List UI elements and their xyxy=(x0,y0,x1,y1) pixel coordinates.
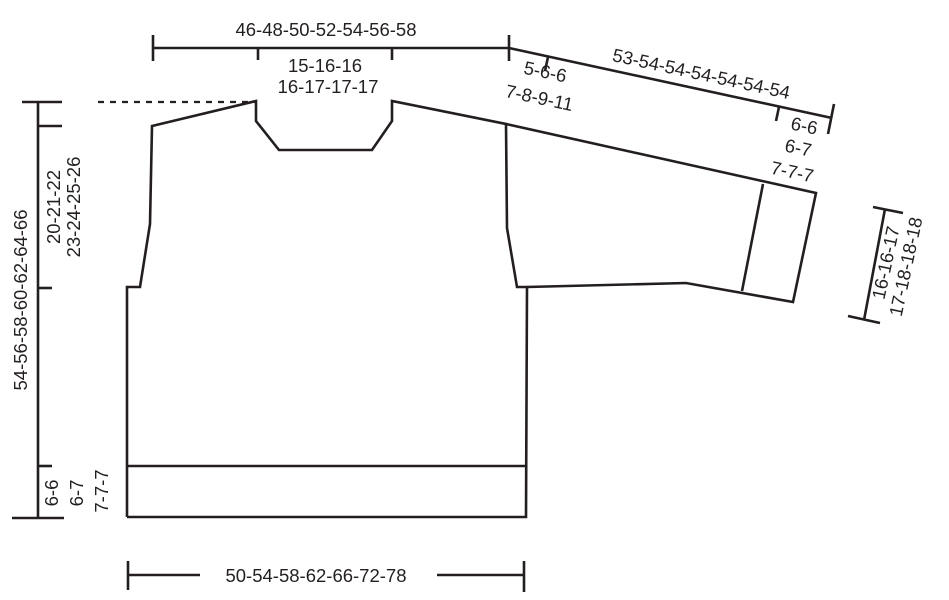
body-piece xyxy=(98,99,529,519)
cuff-label-3: 7-7-7 xyxy=(769,157,816,187)
upper-width-dimension: 46-48-50-52-54-56-58 15-16-16 16-17-17-1… xyxy=(151,19,511,97)
cuff-label-1: 6-6 xyxy=(789,113,820,139)
armhole-label-1: 20-21-22 xyxy=(43,170,64,244)
rib-label-1: 6-6 xyxy=(41,480,62,507)
sleeve-width-dimension: 16-16-17 17-18-18-18 xyxy=(847,205,926,325)
total-length-label: 54-56-58-60-62-64-66 xyxy=(10,209,31,390)
rib-label-2: 6-7 xyxy=(66,480,87,507)
sleeve-length-dimension: 53-54-54-54-54-54-54 5-6-6 7-8-9-11 6-6 … xyxy=(504,44,836,187)
sleeve-length-label: 53-54-54-54-54-54-54 xyxy=(611,44,792,103)
length-dimension: 54-56-58-60-62-64-66 20-21-22 23-24-25-2… xyxy=(10,100,112,520)
neck-width-label-2: 16-17-17-17 xyxy=(278,76,379,97)
rib-label-3: 7-7-7 xyxy=(91,469,112,512)
bottom-width-label: 50-54-58-62-66-72-78 xyxy=(225,565,406,586)
bottom-width-dimension: 50-54-58-62-66-72-78 xyxy=(126,561,526,592)
upper-width-label: 46-48-50-52-54-56-58 xyxy=(235,19,416,40)
armhole-label-2: 23-24-25-26 xyxy=(63,157,84,258)
shoulder-label-1: 5-6-6 xyxy=(522,57,569,87)
sleeve-piece xyxy=(505,122,818,304)
neck-width-label-1: 15-16-16 xyxy=(288,55,362,76)
cuff-label-2: 6-7 xyxy=(783,135,814,161)
